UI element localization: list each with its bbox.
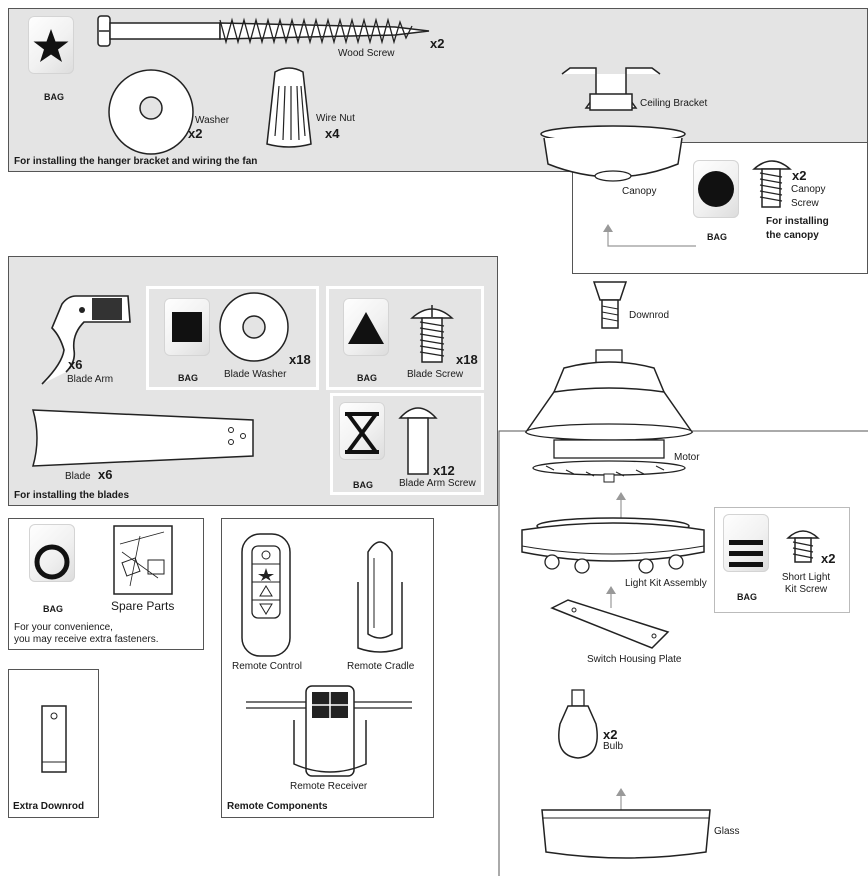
canopy-screw-qty: x2: [792, 168, 807, 183]
bag-label: BAG: [353, 480, 373, 490]
blade-arm-screw-qty: x12: [433, 463, 455, 478]
remote-receiver-icon: [246, 685, 412, 777]
canopy-caption-1: For installing: [766, 216, 829, 227]
blade-screw-group: [326, 286, 484, 390]
spare-note-1: For your convenience,: [14, 622, 113, 633]
bulb-label: Bulb: [603, 741, 624, 752]
blade-washer-icon: [219, 292, 289, 362]
light-kit-icon: [521, 517, 705, 574]
remote-caption: Remote Components: [227, 801, 328, 812]
arrow-icon: [603, 224, 696, 247]
remote-cradle-label: Remote Cradle: [347, 661, 415, 672]
arrow-icon: [606, 586, 616, 608]
ring-icon: [34, 544, 70, 580]
circle-icon: [698, 171, 734, 207]
downrod-icon: [592, 281, 628, 329]
washer-icon: [108, 69, 194, 155]
short-light-kit-screw-icon: [786, 530, 820, 563]
triangle-icon: [348, 312, 384, 344]
ring-bag: [29, 524, 75, 582]
wire-nut-qty: x4: [325, 126, 340, 141]
spare-note-2: you may receive extra fasteners.: [14, 634, 159, 645]
square-icon: [172, 312, 202, 342]
switch-housing-plate-label: Switch Housing Plate: [587, 654, 682, 665]
bag-label: BAG: [43, 604, 63, 614]
remote-cradle-icon: [357, 541, 403, 653]
canopy-screw-label-2: Screw: [791, 198, 819, 209]
switch-housing-plate-icon: [550, 599, 670, 649]
blade-label: Blade: [65, 471, 91, 482]
washer-label: Washer: [195, 115, 230, 126]
bulb-icon: [558, 689, 598, 759]
bag-label: BAG: [357, 373, 377, 383]
blade-arm-icon: [41, 295, 131, 385]
canopy-screw-label-1: Canopy: [791, 184, 826, 195]
bag-label: BAG: [44, 92, 64, 102]
blade-arm-label: Blade Arm: [67, 374, 114, 385]
bag-label: BAG: [178, 373, 198, 383]
blade-screw-icon: [410, 305, 454, 363]
spare-parts-icon: [113, 525, 173, 595]
bulb-qty: x2: [603, 727, 618, 742]
spare-parts-label: Spare Parts: [111, 599, 175, 613]
arrow-icon: [616, 788, 626, 810]
ceiling-bracket-icon: [561, 67, 661, 111]
remote-control-label: Remote Control: [232, 661, 303, 672]
motor-icon: [524, 349, 694, 483]
wire-nut-icon: [266, 67, 312, 148]
wire-nut-label: Wire Nut: [316, 113, 355, 124]
blade-washer-label: Blade Washer: [224, 369, 287, 380]
blade-screw-qty: x18: [456, 352, 478, 367]
washer-qty: x2: [188, 126, 203, 141]
downrod-label: Downrod: [629, 310, 670, 321]
hanger-caption: For installing the hanger bracket and wi…: [14, 156, 258, 167]
blade-arm-qty: x6: [68, 357, 83, 372]
bag-label: BAG: [737, 592, 757, 602]
blade-arm-screw-icon: [398, 407, 438, 475]
star-icon: [33, 29, 69, 62]
wood-screw-label: Wood Screw: [338, 48, 395, 59]
wood-screw-qty: x2: [430, 36, 445, 51]
blade-qty: x6: [98, 467, 113, 482]
motor-label: Motor: [674, 452, 700, 463]
hourglass-icon: [345, 412, 379, 454]
ceiling-bracket-label: Ceiling Bracket: [640, 98, 708, 109]
blade-icon: [31, 409, 254, 467]
blade-screw-label: Blade Screw: [407, 369, 464, 380]
blade-washer-qty: x18: [289, 352, 311, 367]
glass-label: Glass: [714, 826, 740, 837]
arrow-icon: [616, 492, 626, 518]
blade-washer-group: [146, 286, 319, 390]
canopy-label: Canopy: [622, 186, 657, 197]
bag-label: BAG: [707, 232, 727, 242]
canopy-icon: [540, 125, 686, 182]
light-kit-screw-qty: x2: [821, 551, 836, 566]
light-kit-screw-label-2: Kit Screw: [784, 584, 828, 595]
wood-screw-icon: [97, 15, 430, 47]
extra-downrod-caption: Extra Downrod: [13, 801, 85, 812]
blade-arm-screw-group: [330, 393, 484, 495]
assembly-frame: [498, 430, 868, 876]
bars-icon: [729, 540, 763, 567]
canopy-caption-2: the canopy: [766, 230, 819, 241]
blades-caption: For installing the blades: [14, 490, 130, 501]
light-kit-screw-label-1: Short Light: [781, 572, 831, 583]
blade-arm-screw-label: Blade Arm Screw: [399, 478, 476, 489]
remote-control-icon: [241, 533, 291, 657]
remote-receiver-label: Remote Receiver: [290, 781, 368, 792]
canopy-screw-icon: [752, 160, 792, 208]
extra-downrod-icon: [41, 705, 67, 773]
light-kit-label: Light Kit Assembly: [625, 578, 707, 589]
glass-icon: [541, 809, 711, 859]
